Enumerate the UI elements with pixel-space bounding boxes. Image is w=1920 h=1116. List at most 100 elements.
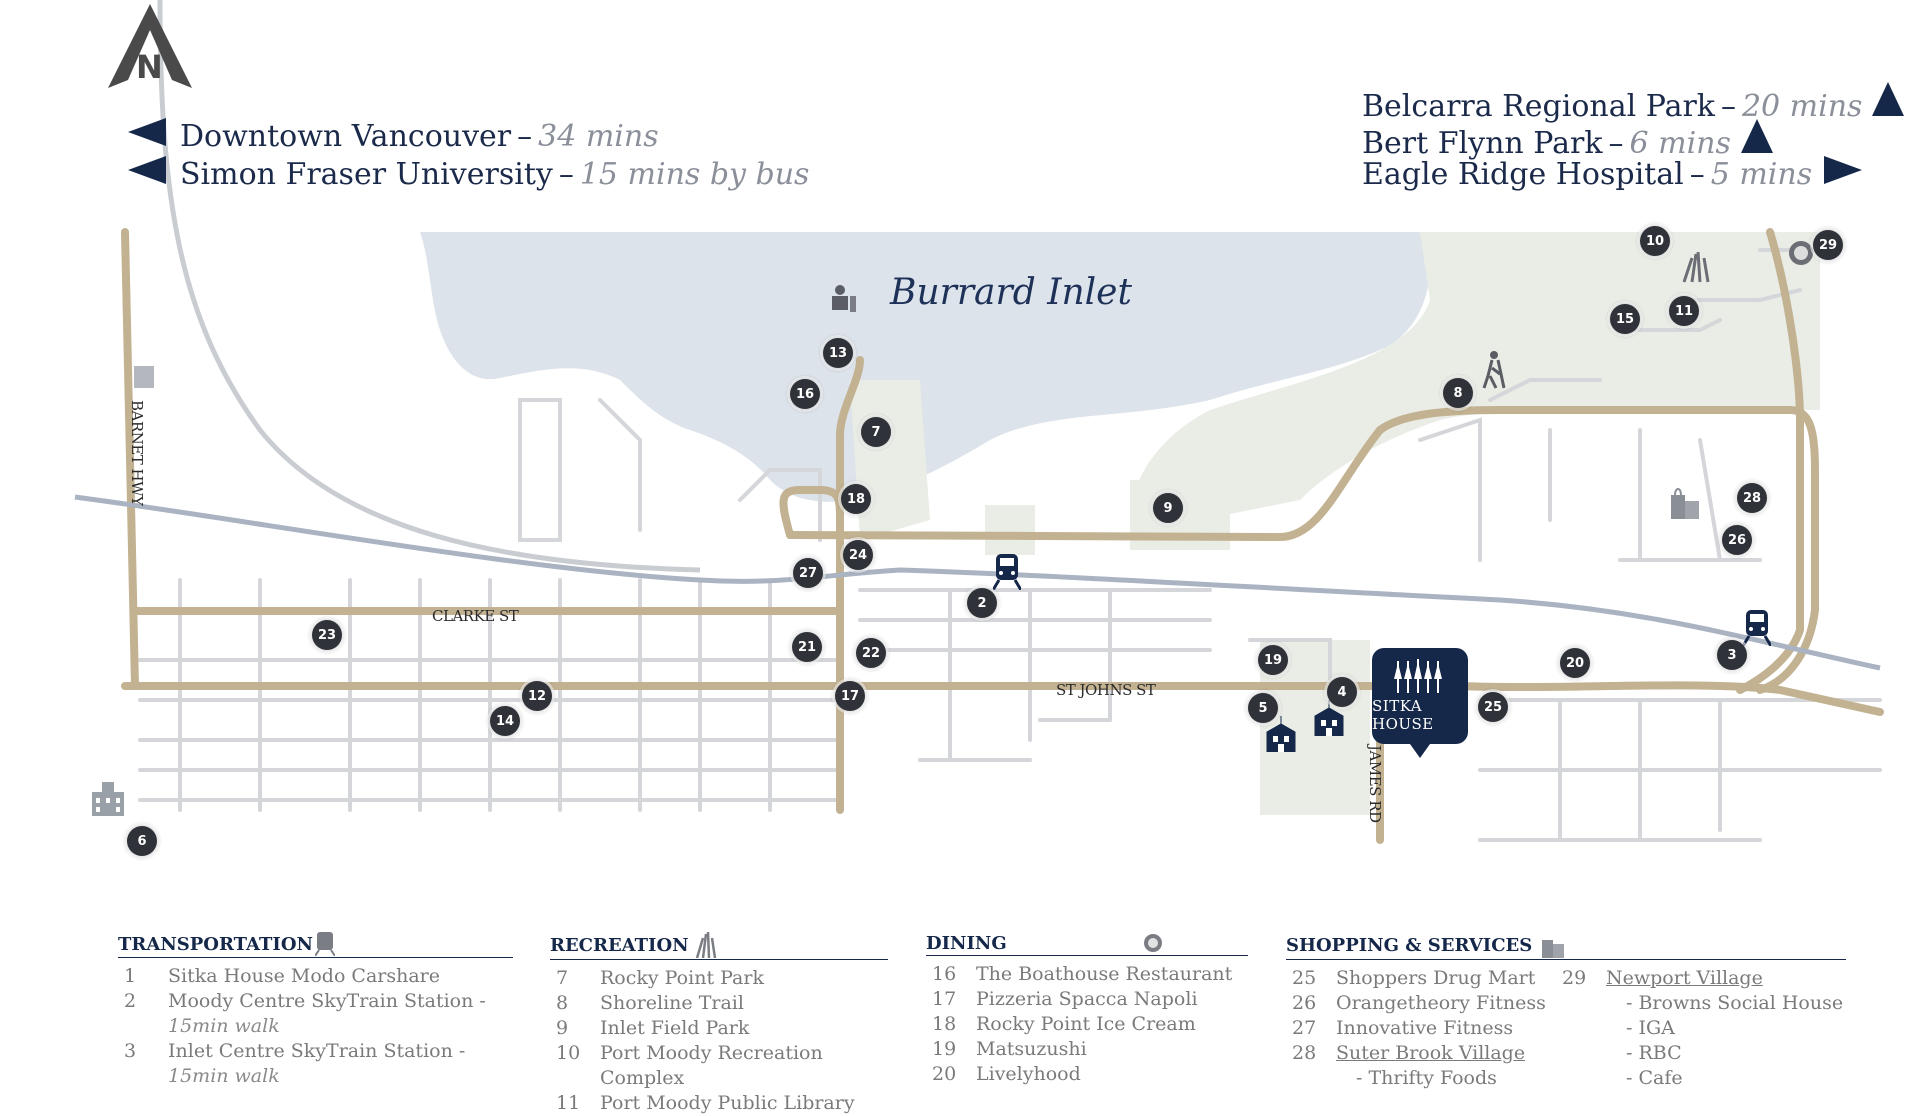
legend-text[interactable]: Suter Brook Village [1336,1042,1526,1064]
shopping-icon [1667,485,1703,525]
school-icon [1263,716,1299,756]
road-barnet [121,228,139,690]
legend-num: 19 [932,1038,957,1060]
direction-downtown-vancouver: Downtown Vancouver – 34 mins [128,118,659,154]
poi-marker-13[interactable]: 13 [823,338,853,368]
poi-marker-6[interactable]: 6 [127,826,157,856]
legend-num: 25 [1292,967,1317,989]
road-murray-loop [779,486,844,539]
legend-text: Shoreline Trail [600,992,744,1014]
legend-item: 15min walk [118,1064,513,1089]
poi-marker-8[interactable]: 8 [1443,378,1473,408]
school-icon [1311,700,1347,740]
legend-title: RECREATION [550,934,689,956]
legend-item: - RBC [1556,1041,1843,1066]
poi-marker-27[interactable]: 27 [793,558,823,588]
direction-eagle-ridge: Eagle Ridge Hospital – 5 mins [1362,156,1863,192]
legend-text: Port Moody Public Library [600,1092,855,1114]
legend-text[interactable]: Newport Village [1606,967,1763,989]
building-icon [90,780,126,820]
recreation-icon [695,932,716,958]
dining-icon [1785,238,1817,272]
poi-marker-29[interactable]: 29 [1813,230,1843,260]
train-icon [314,932,335,956]
poi-marker-4[interactable]: 4 [1327,677,1357,707]
dining-icon [1143,934,1162,952]
poi-marker-26[interactable]: 26 [1722,525,1752,555]
legend-num [1306,1066,1356,1091]
poi-marker-10[interactable]: 10 [1640,226,1670,256]
legend-num: 27 [1292,1017,1317,1039]
legend-text: Sitka House Modo Carshare [168,965,441,987]
park-area-east [1133,232,1820,520]
minor-streets [138,248,1882,842]
poi-marker-3[interactable]: 3 [1717,640,1747,670]
legend-num [1576,991,1626,1016]
legend-text: Rocky Point Ice Cream [976,1013,1196,1035]
sitka-house-name: SITKA HOUSE [1372,697,1434,733]
arrow-left-icon [128,156,166,184]
arrow-up-icon [1872,82,1905,116]
legend-item: - IGA [1556,1016,1843,1041]
poi-marker-21[interactable]: 21 [792,632,822,662]
legend-num: 28 [1292,1042,1317,1064]
legend-num: 1 [124,965,137,987]
road-lougheed-curve [157,0,701,573]
poi-marker-17[interactable]: 17 [835,681,865,711]
poi-marker-12[interactable]: 12 [522,681,552,711]
poi-marker-19[interactable]: 19 [1258,645,1288,675]
direction-place: Downtown Vancouver [180,119,512,154]
poi-marker-18[interactable]: 18 [841,484,871,514]
legend-item: 28 Suter Brook Village [1286,1041,1556,1066]
hiker-icon [1478,350,1508,394]
poi-marker-5[interactable]: 5 [1248,693,1278,723]
legend-num [1576,1041,1626,1066]
legend-item: 15min walk [118,1014,513,1039]
street-label-barnet: BARNET HWY [128,400,146,506]
legend-text: Inlet Field Park [600,1017,750,1039]
direction-place: Simon Fraser University [180,157,553,192]
carshare-icon [134,366,154,392]
legend-text: Matsuzushi [976,1038,1087,1060]
poi-marker-9[interactable]: 9 [1153,493,1183,523]
legend-item: - Browns Social House [1556,991,1843,1016]
street-label-james: JAMES RD [1366,745,1384,823]
legend-title: TRANSPORTATION [118,933,313,955]
legend-num: 29 [1562,967,1587,989]
poi-marker-28[interactable]: 28 [1737,483,1767,513]
road-ioco-north [836,356,864,439]
poi-marker-16[interactable]: 16 [790,379,820,409]
poi-marker-20[interactable]: 20 [1560,648,1590,678]
direction-time: 5 mins [1710,157,1813,192]
poi-marker-2[interactable]: 2 [967,588,997,618]
poi-marker-23[interactable]: 23 [312,620,342,650]
poi-marker-15[interactable]: 15 [1610,304,1640,334]
legend-item: - Cafe [1556,1066,1843,1091]
poi-marker-24[interactable]: 24 [843,540,873,570]
legend-num: 3 [124,1040,137,1062]
poi-marker-22[interactable]: 22 [856,638,886,668]
poi-marker-14[interactable]: 14 [490,706,520,736]
recreation-icon [1678,248,1714,288]
train-icon [1741,610,1773,650]
legend-text: - Cafe [1626,1067,1683,1089]
direction-time: 15 mins by bus [579,157,810,192]
legend-heading-recreation: RECREATION [550,932,888,960]
burrard-inlet-water [420,232,1430,502]
legend-num: 11 [556,1092,581,1114]
poi-marker-7[interactable]: 7 [861,417,891,447]
legend-item: 11 Port Moody Public Library [550,1091,888,1116]
north-arrow-icon: N [100,0,200,95]
sitka-house-marker[interactable]: SITKA HOUSE [1372,648,1468,758]
poi-marker-25[interactable]: 25 [1478,692,1508,722]
poi-marker-11[interactable]: 11 [1669,296,1699,326]
legend-text: Innovative Fitness [1336,1017,1514,1039]
